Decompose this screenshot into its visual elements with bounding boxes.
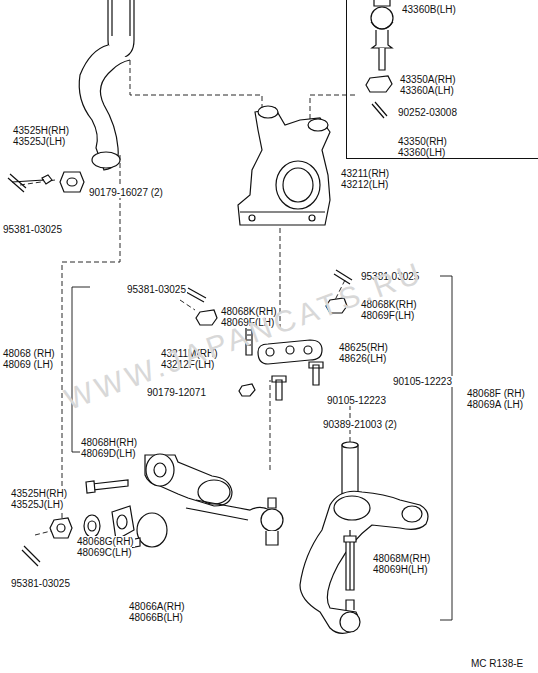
part-number: 48069D(LH) [80,448,136,459]
part-number: 48069A (LH) [466,399,524,410]
part-number: 43525H(RH) [10,488,68,499]
part-number: 90179-16027 (2) [88,187,164,198]
part-number: 90105-12223 [326,395,387,406]
part-number: 95381-03025 [2,224,63,235]
part-number: 48066B(LH) [128,612,184,623]
part-number: 48068G(RH) [76,536,135,547]
part-number: 43525H(RH) [12,125,70,136]
part-number: 48068 (RH) [2,348,56,359]
part-number: 48069F(LH) [360,310,415,321]
part-number: 48069C(LH) [76,547,132,558]
part-number: 48066A(RH) [128,601,186,612]
part-number: 48068M(RH) [372,553,431,564]
figure-code: MC R138-E [470,658,524,669]
part-number: 90389-21003 (2) [322,419,398,430]
part-number: 90105-12223 [392,376,453,387]
part-number: 43211(RH) [340,168,390,179]
part-number: 48068H(RH) [80,437,138,448]
part-number: 43360(LH) [397,147,446,158]
parts-group-box: 43360B(LH) 43350A(RH)43360A(LH) 90252-0300… [346,0,538,159]
part-number: 48069 (LH) [2,359,54,370]
part-number: 48069H(LH) [372,564,428,575]
part-number: 43360B(LH) [401,4,457,15]
part-number: 90179-12071 [146,387,207,398]
part-number: 43350A(RH) [399,74,457,85]
part-number: 48625(RH) [338,342,389,353]
part-number: 43360A(LH) [399,85,455,96]
part-number: 43525J(LH) [12,136,66,147]
part-number: 43212(LH) [340,179,389,190]
part-number: 95381-03025 [126,284,187,295]
part-number: 43350(RH) [397,136,448,147]
part-number: 95381-03025 [10,578,71,589]
part-number: 90252-03008 [397,107,458,118]
part-number: 48626(LH) [338,353,387,364]
part-number: 48068F (RH) [466,388,526,399]
part-number: 43525J(LH) [10,499,64,510]
